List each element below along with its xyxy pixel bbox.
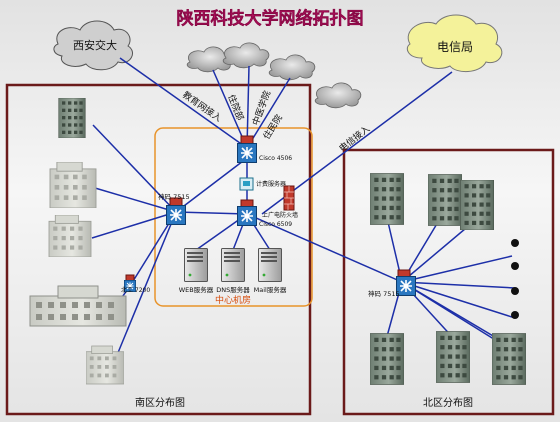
firewall-icon[interactable] (283, 185, 295, 211)
mail-server-label: Mail服务器 (254, 285, 287, 294)
north-building-3 (460, 180, 494, 230)
south-building-2 (49, 162, 97, 208)
north-switch-label: 神码 7515 (368, 289, 400, 298)
small-switch-icon[interactable] (124, 274, 136, 292)
core-switch-upper[interactable] (237, 135, 257, 163)
south-building-1 (58, 98, 86, 138)
north-core-switch[interactable] (396, 269, 416, 296)
billing-server[interactable] (239, 177, 254, 191)
cloud-telecom: 电信局 (406, 14, 503, 72)
south-building-3 (48, 215, 92, 257)
south-core-switch[interactable] (166, 197, 186, 225)
cloud-small-4 (314, 82, 362, 109)
north-building-4 (370, 333, 404, 385)
cloud-small-2 (222, 42, 270, 69)
center-room-label: 中心机房 (215, 294, 251, 306)
firewall-label: 上广电防火墙 (262, 211, 298, 219)
core-lower-label: Cisco 6509 (259, 221, 292, 228)
cloud-small-3 (268, 54, 316, 81)
cloud-xian-label: 西安交大 (73, 38, 117, 52)
south-region-label: 南区分布图 (135, 396, 185, 409)
south-switch-label: 神码 7515 (158, 192, 190, 201)
south-building-4 (29, 285, 127, 327)
core-switch-lower[interactable] (237, 199, 257, 226)
north-building-6 (492, 333, 526, 385)
link-label-res2: 中医学院 (250, 89, 274, 127)
north-region-box (342, 148, 555, 416)
cloud-telecom-label: 电信局 (437, 40, 473, 54)
core-upper-label: Cisco 4506 (259, 155, 292, 162)
billing-label: 计费服务器 (256, 180, 286, 188)
north-building-2 (428, 174, 462, 226)
cloud-xian-jiaotong: 西安交大 (53, 20, 133, 71)
more-buildings-dots (511, 239, 519, 319)
south-building-5 (86, 345, 124, 385)
north-region-label: 北区分布图 (423, 397, 473, 409)
mail-server-icon[interactable] (258, 248, 282, 282)
dns-server-icon[interactable] (221, 248, 245, 282)
link-label-edu: 教育网接入 (180, 89, 224, 125)
web-server-label: WEB服务器 (179, 285, 214, 294)
small-switch-label: 北工 7200 (121, 286, 150, 294)
north-building-5 (436, 330, 470, 384)
dns-server-label: DNS服务器 (216, 285, 250, 294)
link-label-res1: 住院部 (225, 93, 246, 123)
web-server-icon[interactable] (184, 248, 208, 282)
diagram-title: 陕西科技大学网络拓扑图 (177, 8, 364, 29)
center-room-box (154, 127, 313, 307)
north-building-1 (370, 172, 404, 226)
